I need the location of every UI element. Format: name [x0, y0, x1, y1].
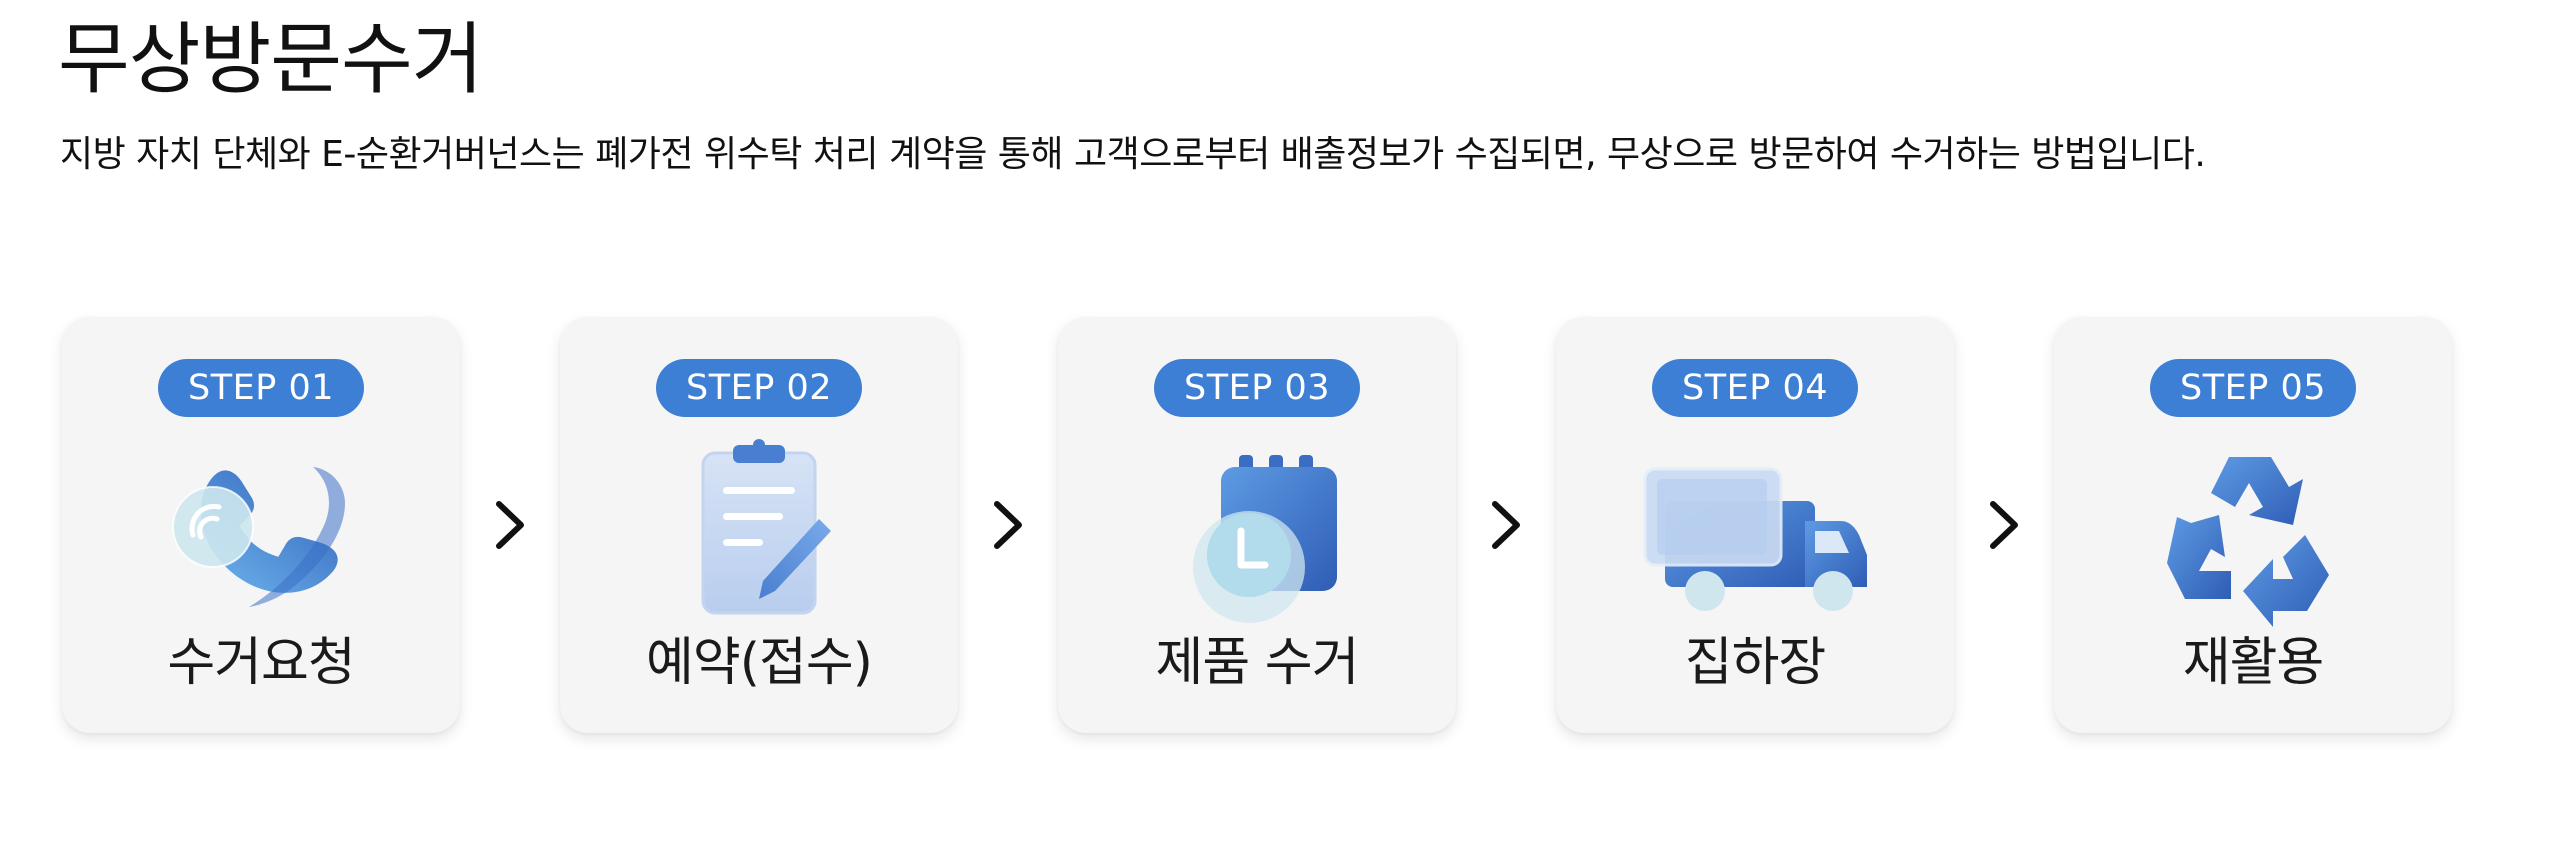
step-card-3: STEP 03 제품 수거 — [1058, 317, 1456, 733]
chevron-right-icon — [1456, 317, 1556, 733]
step-badge: STEP 04 — [1652, 359, 1858, 417]
chevron-right-icon — [460, 317, 560, 733]
truck-icon — [1635, 439, 1875, 629]
step-card-4: STEP 04 집하장 — [1556, 317, 1954, 733]
phone-icon — [141, 439, 381, 629]
page-description: 지방 자치 단체와 E-순환거버넌스는 폐가전 위수탁 처리 계약을 통해 고객… — [60, 134, 2206, 175]
step-label: 집하장 — [1684, 633, 1827, 693]
step-label: 예약(접수) — [646, 633, 873, 693]
recycle-icon — [2133, 439, 2373, 629]
step-badge: STEP 05 — [2150, 359, 2356, 417]
chevron-right-icon — [1954, 317, 2054, 733]
chevron-right-icon — [958, 317, 1058, 733]
step-badge: STEP 03 — [1154, 359, 1360, 417]
step-label: 재활용 — [2182, 633, 2325, 693]
page-title: 무상방문수거 — [58, 15, 484, 105]
step-badge: STEP 01 — [158, 359, 364, 417]
step-label: 제품 수거 — [1155, 633, 1360, 693]
step-card-1: STEP 01 수거요청 — [62, 317, 460, 733]
process-steps: STEP 01 수거요청 STEP 02 — [62, 317, 2452, 733]
clipboard-icon — [639, 439, 879, 629]
calendar-clock-icon — [1137, 439, 1377, 629]
step-card-2: STEP 02 — [560, 317, 958, 733]
step-label: 수거요청 — [167, 633, 355, 693]
step-card-5: STEP 05 재활용 — [2054, 317, 2452, 733]
step-badge: STEP 02 — [656, 359, 862, 417]
